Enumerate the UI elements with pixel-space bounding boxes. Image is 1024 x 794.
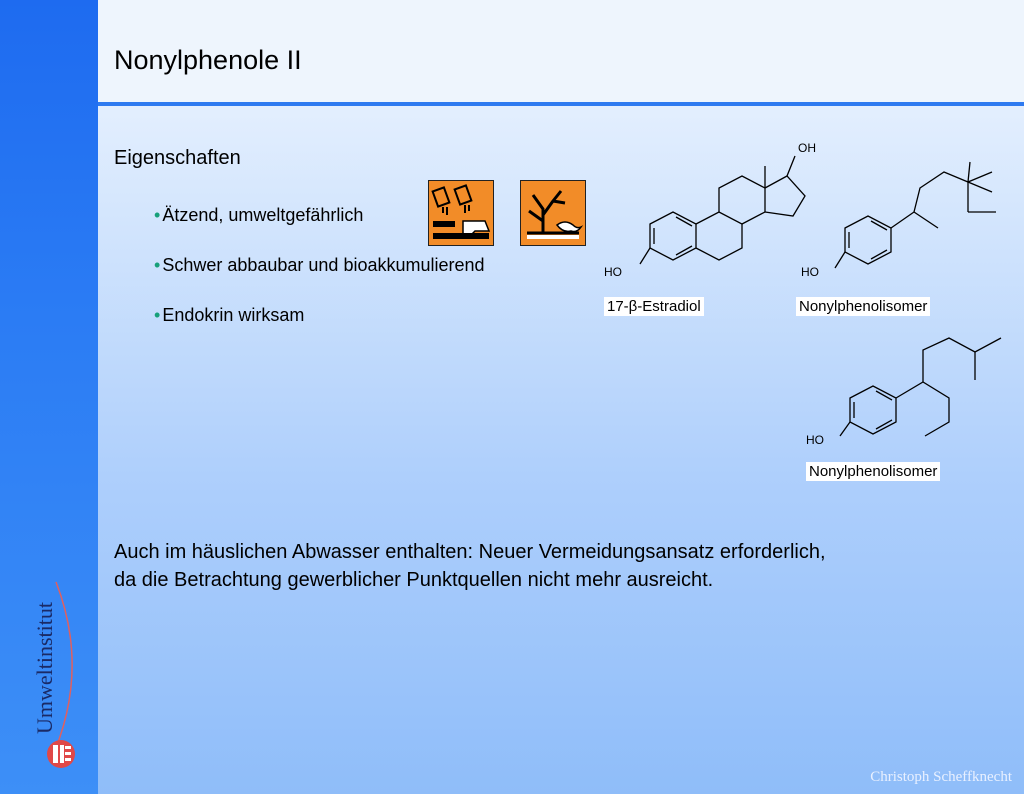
body-paragraph: Auch im häuslichen Abwasser enthalten: N… [114,541,826,591]
nonylphenol-isomer-1-label: Nonylphenolisomer [796,297,931,316]
bullet-dot: • [154,205,161,225]
logo-text: Umweltinstitut [32,602,57,734]
logo-emblem-icon [47,740,75,768]
bullet-dot: • [154,305,161,325]
estradiol-structure: OH HO [604,141,816,279]
nonylphenol-isomer-2-structure: HO [806,337,1002,447]
page-title: Nonylphenole II [114,45,302,75]
section-heading: Eigenschaften [114,147,241,169]
oh-label: OH [798,141,816,155]
sidebar: Umweltinstitut [0,0,98,794]
nonylphenol-isomer-1-structure: HO [801,161,996,279]
ho-label: HO [604,265,622,279]
bullet-text: Endokrin wirksam [162,305,305,325]
slide-main: Nonylphenole II Eigenschaften •Ätzend, u… [98,0,1024,794]
environment-hazard-icon [520,180,586,246]
estradiol-label: 17-β-Estradiol [604,297,704,316]
bullet-item: •Endokrin wirksam [154,305,304,326]
corrosive-icon [428,180,494,246]
bullet-item: •Schwer abbaubar und bioakkumulierend [154,255,485,276]
bullet-dot: • [154,255,161,275]
nonylphenol-isomer-2-label: Nonylphenolisomer [806,462,941,481]
title-divider [98,102,1024,106]
ho-label: HO [801,265,819,279]
bullet-text: Ätzend, umweltgefährlich [162,205,364,225]
author-footer: Christoph Scheffknecht [870,769,1012,785]
ho-label: HO [806,433,824,447]
bullet-text: Schwer abbaubar und bioakkumulierend [162,255,485,275]
umweltinstitut-logo: Umweltinstitut [32,581,75,768]
bullet-item: •Ätzend, umweltgefährlich [154,205,363,226]
title-bar [98,0,1024,103]
